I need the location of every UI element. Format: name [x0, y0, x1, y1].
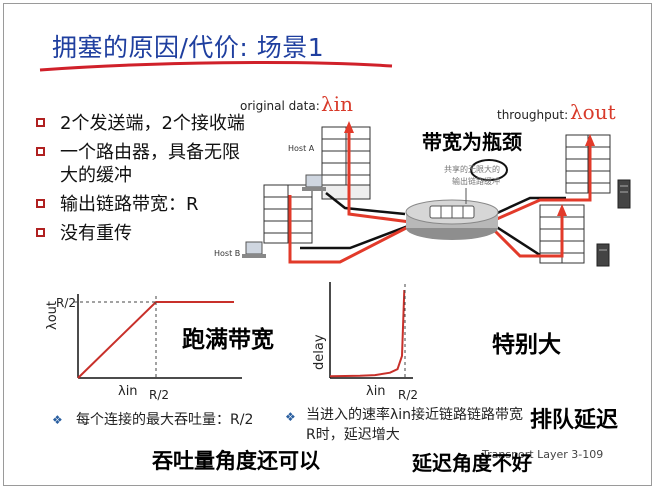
bullet-item: 2个发送端，2个接收端 — [36, 112, 245, 135]
chart2-xlabel: λin — [366, 384, 386, 399]
bullet-text: 没有重传 — [60, 223, 132, 244]
buffer-caption-line2: 输出链路缓冲 — [452, 177, 500, 186]
bullet-item: 一个路由器，具备无限大的缓冲 — [36, 141, 245, 187]
note-right: 当进入的速率λin接近链路链路带宽R时，延迟增大 — [306, 407, 524, 443]
server-bottom-icon — [596, 243, 610, 267]
chart1-xtick: R/2 — [149, 388, 170, 402]
slide-title: 拥塞的原因/代价: 场景1 — [52, 33, 325, 62]
series-line — [329, 289, 406, 378]
handwriting-special: 特别大 — [492, 331, 561, 358]
bullet-square-icon — [36, 199, 45, 208]
handwriting-bandwidth: 带宽为瓶颈 — [422, 130, 522, 154]
throughput-label: throughput: — [497, 108, 569, 122]
host-b-label: Host B — [214, 249, 241, 258]
chart2-xtick: R/2 — [398, 388, 419, 402]
chart1-xlabel: λin — [118, 384, 138, 399]
host-a-label: Host A — [288, 144, 315, 153]
link-out-top — [494, 196, 566, 216]
handwriting-throughput: 吞吐量角度还可以 — [152, 448, 320, 473]
chart2-ylabel: delay — [312, 334, 327, 370]
handwriting-queue: 排队延迟 — [530, 407, 619, 433]
bullet-square-icon — [36, 147, 45, 156]
bullet-square-icon — [36, 228, 45, 237]
flow-arrow-a — [344, 121, 354, 133]
link-b — [300, 224, 409, 250]
server-top-icon — [617, 179, 631, 209]
throughput-chart — [74, 294, 242, 379]
flow-b — [288, 195, 411, 264]
diamond-bullet-icon: ❖ — [285, 410, 296, 424]
chart1-ylabel: λout — [45, 301, 60, 330]
lambda-out-label: λout — [570, 100, 616, 124]
flow-arrow-out — [585, 134, 595, 146]
bullet-item: 输出链路带宽：R — [36, 193, 245, 216]
delay-chart — [329, 282, 413, 379]
link-a — [325, 192, 406, 216]
bullet-list: 2个发送端，2个接收端 一个路由器，具备无限大的缓冲 输出链路带宽：R 没有重传 — [36, 112, 245, 251]
buffer-caption-line1: 共享的无限大的 — [444, 165, 500, 174]
bullet-text: 输出链路带宽：R — [60, 194, 199, 215]
note-left: 每个连接的最大吞吐量：R/2 — [76, 412, 254, 428]
lambda-in-label: λin — [321, 92, 353, 116]
bullet-square-icon — [36, 118, 45, 127]
bullet-text: 一个路由器，具备无限大的缓冲 — [60, 142, 240, 186]
chart1-ytick: R/2 — [56, 296, 77, 310]
title-underline — [39, 61, 393, 72]
host-b-stack — [263, 184, 313, 244]
diamond-bullet-icon: ❖ — [52, 413, 63, 427]
slide-footer: Transport Layer 3-109 — [482, 448, 604, 461]
host-a-stack — [321, 126, 371, 200]
link-out-bottom — [494, 224, 541, 257]
original-data-label: original data: — [240, 99, 320, 113]
bullet-text: 2个发送端，2个接收端 — [60, 113, 245, 134]
flow-out-2 — [488, 212, 564, 258]
bullet-item: 没有重传 — [36, 222, 245, 245]
handwriting-delay: 延迟角度不好 — [412, 451, 532, 475]
host-b-computer-icon — [242, 241, 266, 258]
flow-a — [347, 129, 411, 224]
host-a-computer-icon — [302, 174, 326, 191]
buffer-circle-mark — [470, 159, 508, 181]
flow-arrow-out-2 — [557, 204, 567, 216]
handwriting-bottleneck: 跑满带宽 — [182, 326, 274, 353]
flow-out — [489, 142, 592, 224]
router-icon — [405, 199, 499, 240]
